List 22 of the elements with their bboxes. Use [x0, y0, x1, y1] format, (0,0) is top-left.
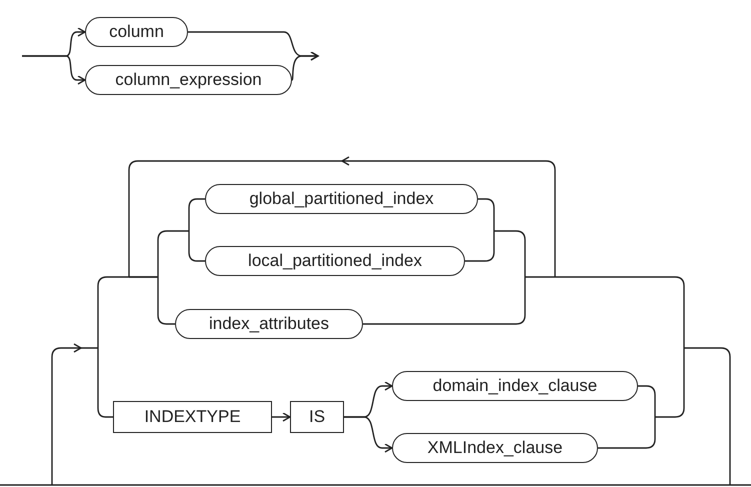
keyword-box: [113, 401, 272, 433]
element-name: index_attributes: [208, 314, 330, 334]
element-name: XMLIndex_clause: [427, 438, 563, 458]
element-name: domain_index_clause: [432, 376, 598, 396]
arrow: [22, 55, 86, 85]
keyword-box: [290, 401, 344, 433]
nonterminal-pill: [85, 17, 188, 47]
element-name: INDEXTYPE: [144, 408, 241, 426]
element-name: global_partitioned_index: [249, 190, 434, 208]
nonterminal-pill: [85, 65, 292, 95]
element-name: local_partitioned_index: [248, 252, 422, 270]
nonterminal-pill: [392, 433, 598, 463]
nonterminal-pill: [392, 371, 638, 401]
nonterminal-pill: [205, 184, 478, 214]
element-name: IS: [308, 408, 326, 426]
arrow: [344, 416, 393, 453]
nonterminal-pill: [205, 246, 465, 276]
element-name: column_expression: [115, 70, 262, 90]
nonterminal-pill: [175, 309, 363, 339]
element-name: column: [109, 22, 164, 42]
arrow: [291, 51, 319, 80]
arrow: [272, 412, 291, 422]
